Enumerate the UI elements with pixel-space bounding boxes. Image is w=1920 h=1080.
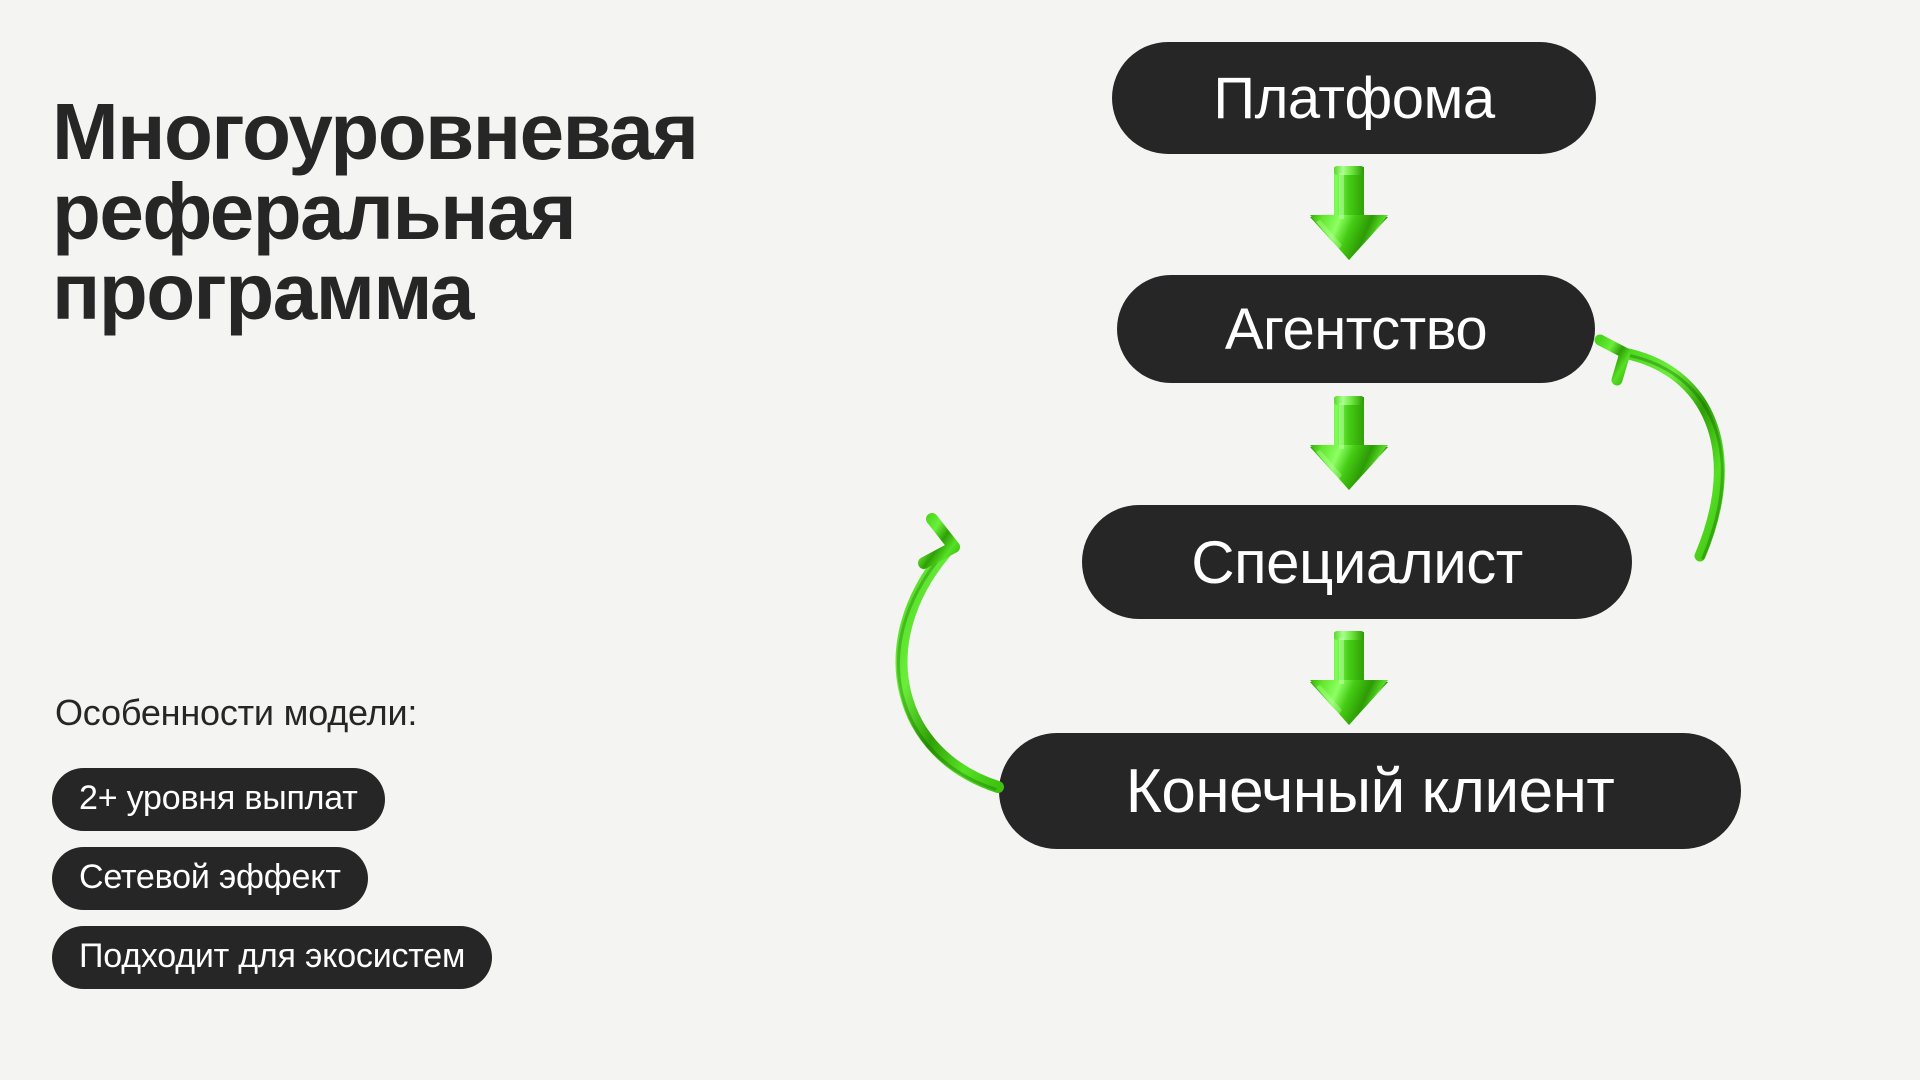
- flow-node-specialist: Специалист: [1082, 505, 1632, 619]
- flow-node-platform: Платфома: [1112, 42, 1596, 154]
- flow-node-agency-label: Агентство: [1224, 296, 1488, 362]
- page-title-line-1: Многоуровневая: [52, 86, 699, 176]
- down-arrow-icon-platform-to-agency: [1310, 166, 1388, 260]
- feature-chip-payout-levels: 2+ уровня выплат: [52, 768, 385, 831]
- features-chip-list: 2+ уровня выплат Сетевой эффект Подходит…: [52, 768, 493, 989]
- referral-flow-diagram: Платфома Агентство Специалист Конечный к…: [895, 0, 1920, 1080]
- page-title-line-3: программа: [52, 246, 475, 336]
- down-arrow-icon-specialist-to-client: [1310, 631, 1388, 725]
- flow-node-client: Конечный клиент: [999, 733, 1741, 849]
- flow-node-client-label: Конечный клиент: [1125, 756, 1615, 826]
- page-title-line-2: реферальная: [52, 166, 577, 256]
- flow-node-agency: Агентство: [1117, 275, 1595, 383]
- left-content-column: Многоуровневая реферальная программа Осо…: [52, 0, 832, 1080]
- features-label: Особенности модели:: [55, 692, 418, 733]
- down-arrow-icon-agency-to-specialist: [1310, 396, 1388, 490]
- page-title: Многоуровневая реферальная программа: [52, 86, 812, 336]
- flow-node-platform-label: Платфома: [1213, 65, 1495, 131]
- feature-chip-network-effect: Сетевой эффект: [52, 847, 368, 910]
- feature-chip-ecosystems: Подходит для экосистем: [52, 926, 493, 989]
- flow-node-specialist-label: Специалист: [1191, 528, 1523, 596]
